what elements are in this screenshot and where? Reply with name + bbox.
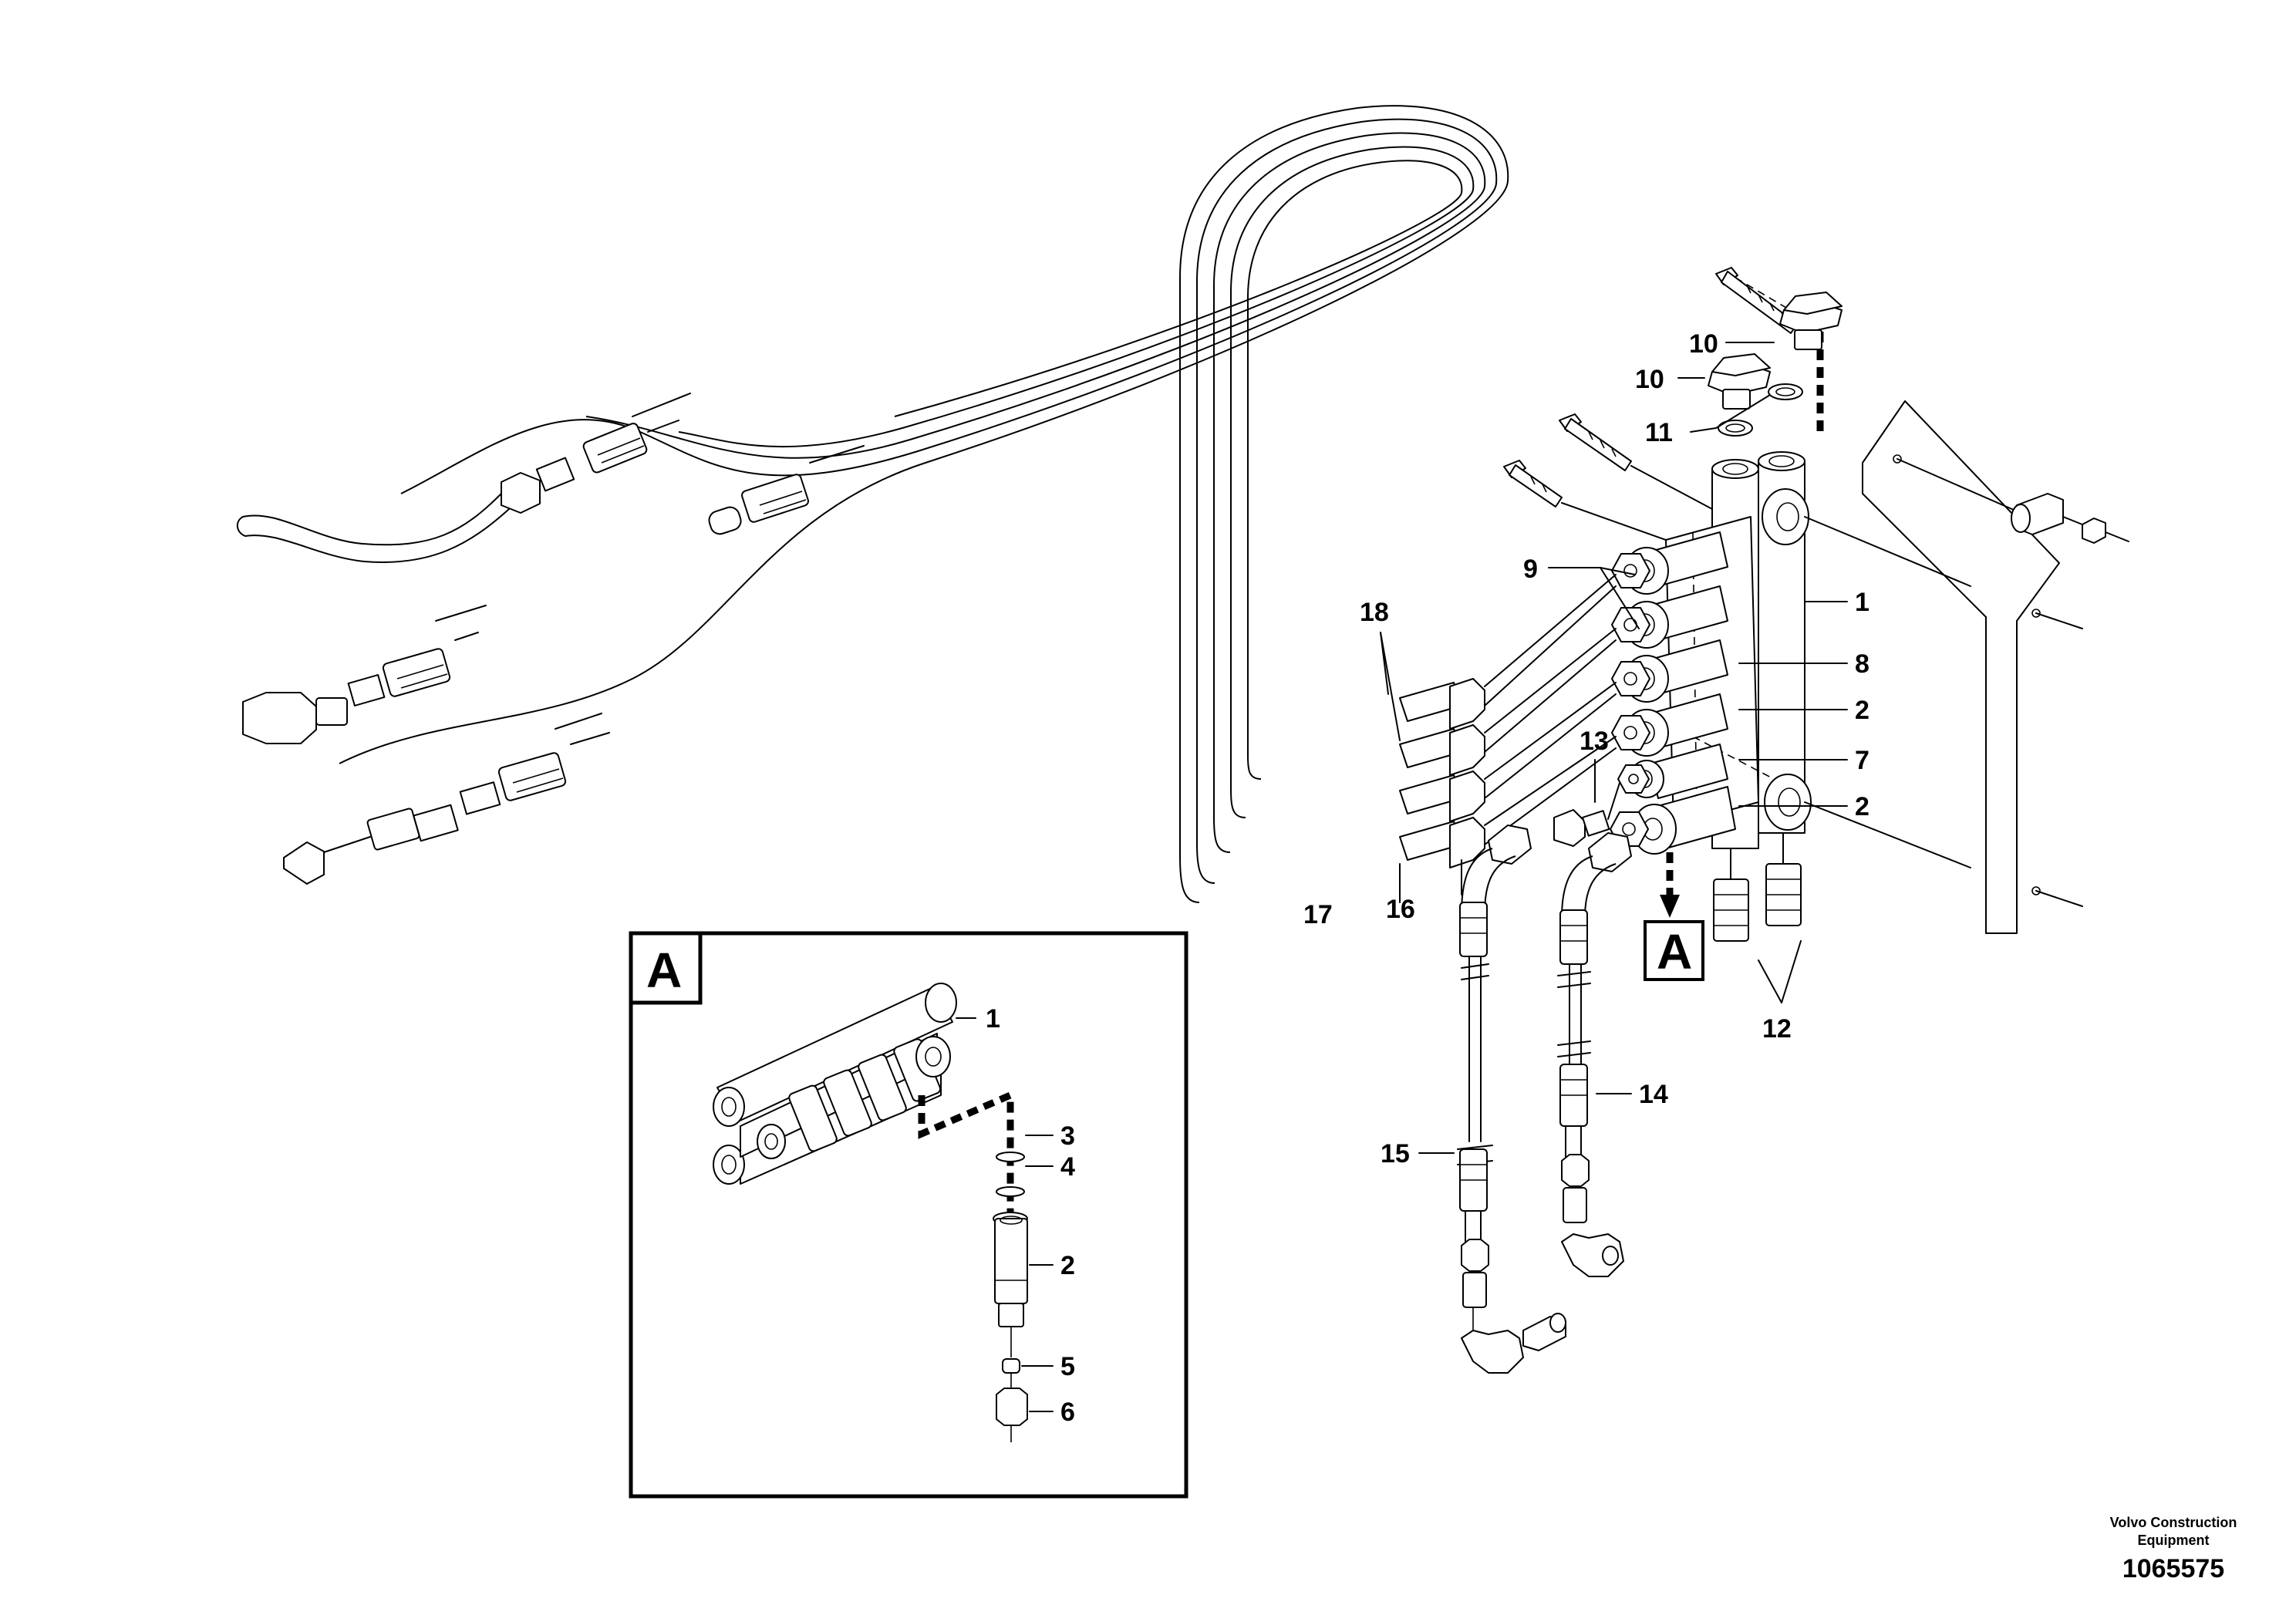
detail-callout-3: 3 — [1060, 1121, 1075, 1151]
callout-15: 15 — [1381, 1139, 1410, 1168]
callout-2-upper: 2 — [1855, 696, 1870, 725]
hose-end-upper-left — [236, 393, 691, 563]
callout-10-lower: 10 — [1635, 365, 1664, 394]
hose-end-upper-middle — [708, 445, 865, 535]
brand-line-1: Volvo Construction — [2110, 1515, 2237, 1530]
bracket-bolt-spacer-nut — [1896, 458, 2129, 544]
detail-parts — [993, 1152, 1028, 1442]
brand-line-2: Equipment — [2138, 1533, 2210, 1548]
callout-18: 18 — [1360, 598, 1389, 627]
hose-15 — [1457, 824, 1566, 1374]
hose-ends-16-17-18 — [1399, 574, 1617, 868]
callout-8: 8 — [1855, 649, 1870, 679]
callout-9: 9 — [1523, 555, 1538, 584]
detail-callout-4: 4 — [1060, 1152, 1075, 1182]
washer-11-lower — [1718, 420, 1753, 437]
detail-callout-2: 2 — [1060, 1251, 1075, 1280]
callout-10-upper: 10 — [1689, 329, 1718, 359]
callout-13: 13 — [1580, 727, 1609, 756]
detail-dashed-leader — [918, 1090, 1014, 1234]
hose-14 — [1557, 832, 1632, 1277]
callout-11: 11 — [1645, 418, 1673, 447]
callout-2-lower: 2 — [1855, 792, 1870, 821]
plug-10-upper — [1779, 292, 1843, 350]
callout-12: 12 — [1762, 1014, 1792, 1044]
detail-callout-1: 1 — [986, 1004, 1000, 1034]
callout-17: 17 — [1303, 900, 1333, 929]
detail-callout-6: 6 — [1060, 1398, 1075, 1427]
detail-manifold — [713, 983, 957, 1185]
fitting-13 — [1553, 782, 1620, 847]
callout-14: 14 — [1639, 1080, 1668, 1109]
hose-end-lower-left — [283, 713, 610, 885]
washer-11-upper — [1768, 383, 1803, 400]
callout-7: 7 — [1855, 746, 1870, 775]
callout-leaders — [1380, 342, 1848, 1154]
detail-callout-5: 5 — [1060, 1352, 1075, 1381]
hose-end-middle-left — [242, 605, 487, 744]
plug-10-lower — [1708, 353, 1771, 410]
callout-1: 1 — [1855, 588, 1870, 617]
document-number: 1065575 — [2122, 1554, 2224, 1583]
detail-ref-label: A — [1657, 924, 1692, 980]
detail-ref-arrow — [1644, 852, 1704, 981]
callout-16: 16 — [1386, 895, 1415, 924]
detail-leaders — [956, 1017, 1054, 1412]
detail-view-label: A — [646, 943, 682, 998]
mounting-bracket — [1862, 400, 2083, 934]
